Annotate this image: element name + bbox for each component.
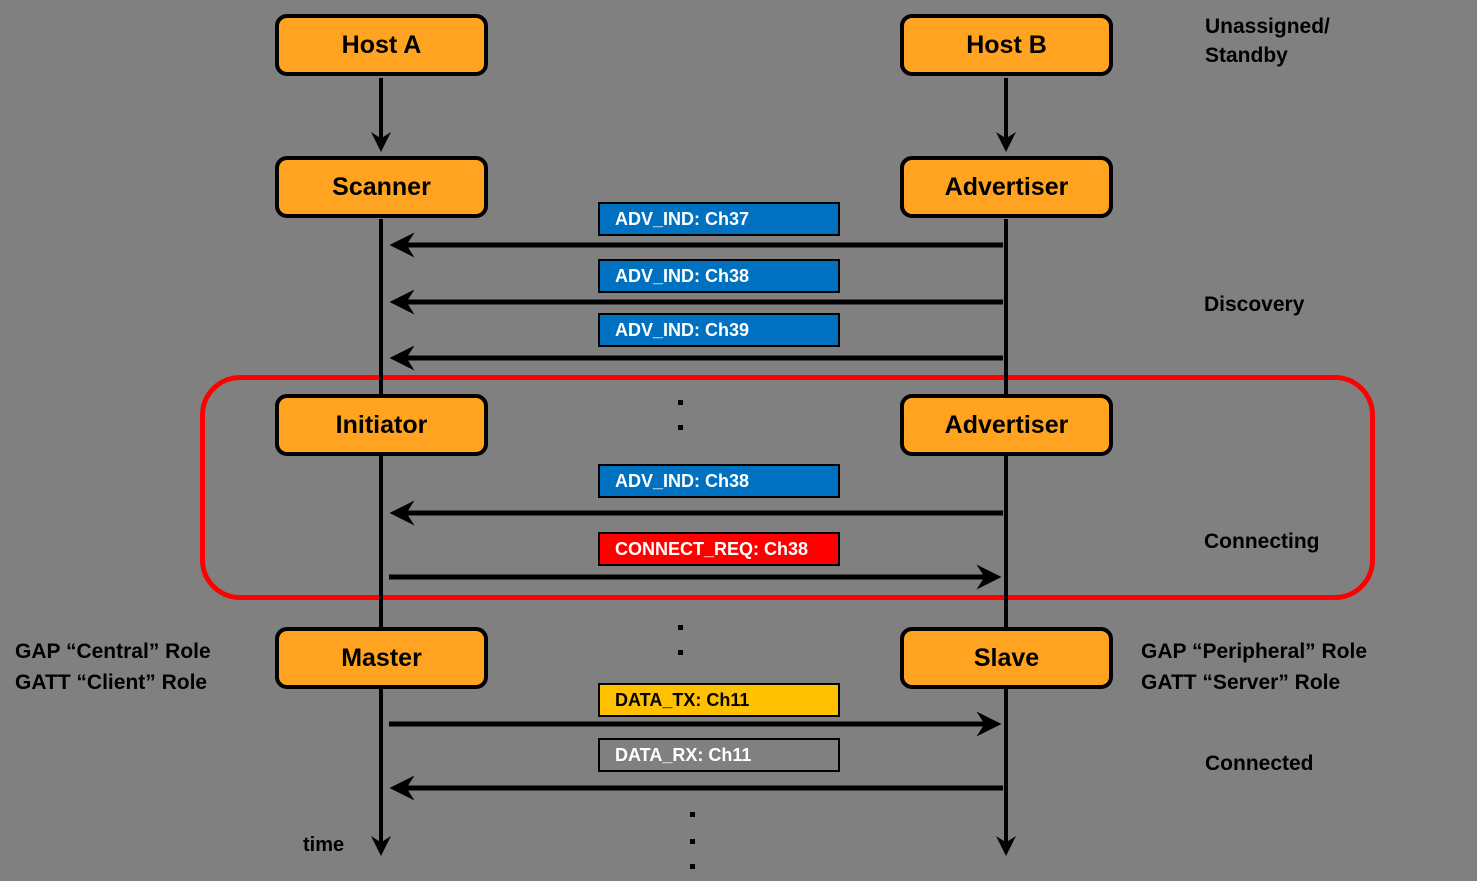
ellipsis-dot [690, 812, 695, 817]
msg-adv-ind-ch37: ADV_IND: Ch37 [598, 202, 840, 236]
ellipsis-dot [678, 625, 683, 630]
connecting-group-outline [200, 375, 1375, 600]
msg-adv-ind-ch38: ADV_IND: Ch38 [598, 259, 840, 293]
phase-discovery: Discovery [1204, 293, 1305, 316]
ellipsis-dot [690, 839, 695, 844]
ellipsis-dot [678, 400, 683, 405]
role-caption-peripheral-server: GAP “Peripheral” Role GATT “Server” Role [1141, 636, 1367, 698]
msg-connect-req-ch38: CONNECT_REQ: Ch38 [598, 532, 840, 566]
time-axis-label: time [303, 834, 345, 856]
msg-adv-ind-ch39: ADV_IND: Ch39 [598, 313, 840, 347]
role-caption-central-client: GAP “Central” Role GATT “Client” Role [15, 636, 211, 698]
role-gap-central: GAP “Central” Role [15, 640, 211, 663]
ellipsis-dot [678, 650, 683, 655]
role-gatt-server: GATT “Server” Role [1141, 671, 1341, 694]
phase-connecting: Connecting [1204, 530, 1320, 553]
node-host-a: Host A [275, 14, 488, 76]
node-host-b: Host B [900, 14, 1113, 76]
ellipsis-dot [678, 425, 683, 430]
node-initiator: Initiator [275, 394, 488, 456]
node-advertiser-2: Advertiser [900, 394, 1113, 456]
node-advertiser-1: Advertiser [900, 156, 1113, 218]
msg-adv-ind-ch38-connecting: ADV_IND: Ch38 [598, 464, 840, 498]
node-master: Master [275, 627, 488, 689]
msg-data-rx-ch11: DATA_RX: Ch11 [598, 738, 840, 772]
role-gap-peripheral: GAP “Peripheral” Role [1141, 640, 1368, 663]
phase-connected: Connected [1205, 752, 1314, 775]
ellipsis-dot [690, 864, 695, 869]
node-scanner: Scanner [275, 156, 488, 218]
phase-unassigned-standby: Unassigned/ Standby [1205, 15, 1330, 67]
msg-data-tx-ch11: DATA_TX: Ch11 [598, 683, 840, 717]
role-gatt-client: GATT “Client” Role [15, 671, 208, 694]
node-slave: Slave [900, 627, 1113, 689]
